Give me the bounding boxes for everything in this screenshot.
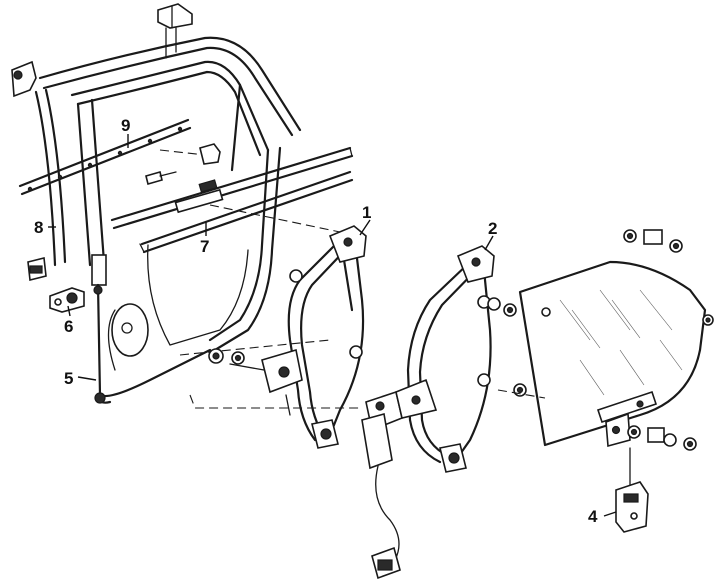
part-2-power-regulator xyxy=(361,245,495,580)
dash-leader-9 xyxy=(159,149,206,156)
grommets-crank xyxy=(208,348,245,365)
clip-9 xyxy=(199,143,221,165)
callout-8: 8 xyxy=(34,218,43,237)
grommets-regulator-2 xyxy=(487,297,527,397)
part-1-window-regulator xyxy=(229,225,367,449)
bushings-bottom xyxy=(627,425,697,451)
callout-6: 6 xyxy=(64,317,73,336)
callouts: 1 2 4 5 6 7 8 9 xyxy=(34,116,617,526)
bushings-top xyxy=(623,229,683,253)
part-7-inner-strip xyxy=(110,146,354,254)
part-6-clip xyxy=(49,287,85,313)
callout-5: 5 xyxy=(64,369,73,388)
dash-leader-5 xyxy=(189,394,360,409)
door-frame xyxy=(38,36,302,404)
dash-leader-glass xyxy=(497,389,546,399)
callout-2: 2 xyxy=(488,219,497,238)
dash-leader-motor xyxy=(179,339,331,356)
dash-leader-1 xyxy=(209,204,341,233)
top-bracket xyxy=(157,3,193,59)
window-glass xyxy=(518,260,714,448)
screw xyxy=(145,171,177,185)
part-8-glass-channel xyxy=(11,60,67,281)
callout-4: 4 xyxy=(588,507,598,526)
callout-7: 7 xyxy=(200,237,209,256)
part-9-belt-strip xyxy=(18,118,192,196)
callout-1: 1 xyxy=(362,203,371,222)
callout-9: 9 xyxy=(121,116,130,135)
part-4-guide-block xyxy=(615,481,649,533)
